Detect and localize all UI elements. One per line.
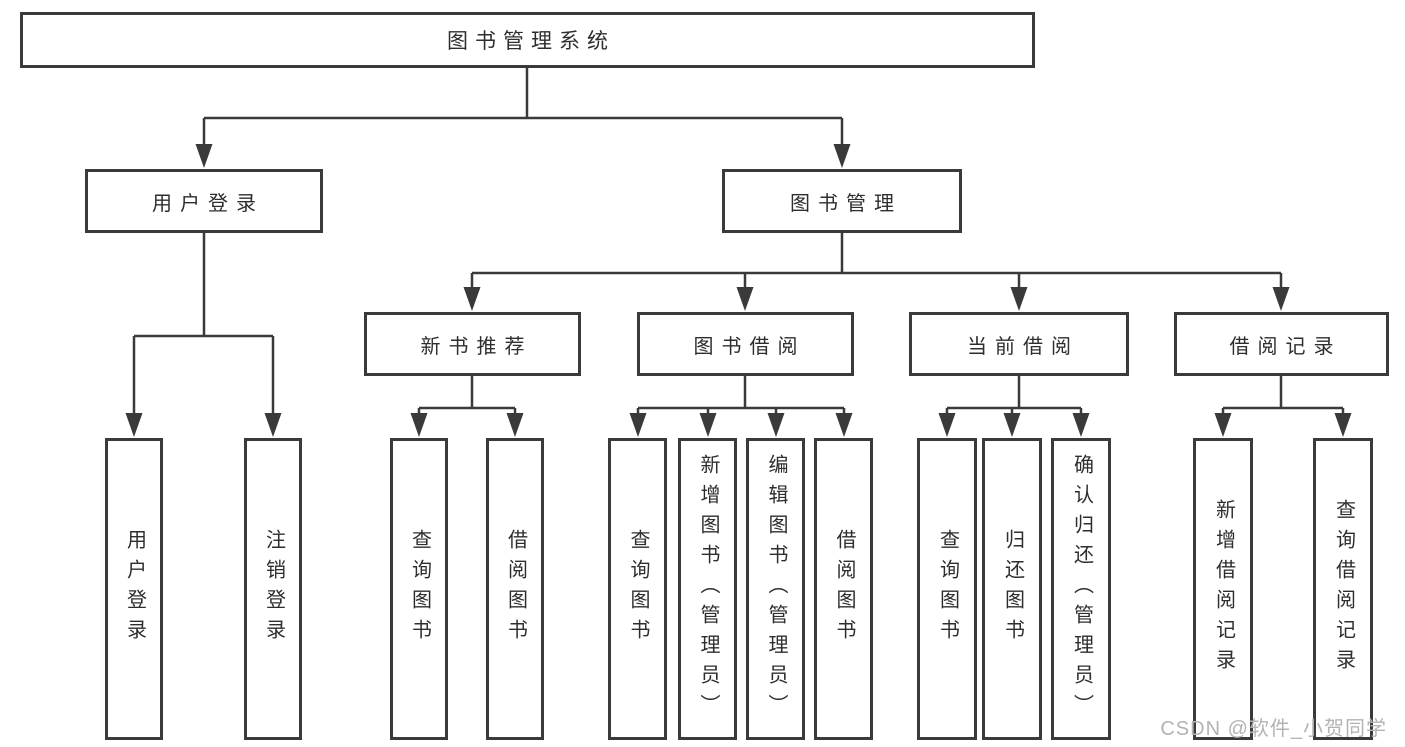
leaf-records-add-label: 新增借阅记录 (1212, 499, 1235, 679)
leaf-borrowing-borrow: 借阅图书 (814, 438, 873, 740)
connector-loan-records-to-children (1214, 376, 1352, 437)
connector-new-books-to-children (410, 376, 524, 437)
connector-root-to-level2 (195, 68, 851, 168)
leaf-newbooks-borrow: 借阅图书 (486, 438, 544, 740)
connector-borrowing-to-children (629, 376, 853, 437)
node-current-loans: 当前借阅 (909, 312, 1129, 376)
node-borrowing: 图书借阅 (637, 312, 854, 376)
node-user-login: 用户登录 (85, 169, 323, 233)
leaf-current-confirm-label: 确认归还（管理员） (1070, 454, 1093, 724)
leaf-current-query-label: 查询图书 (936, 529, 959, 649)
leaf-current-query: 查询图书 (917, 438, 977, 740)
leaf-borrowing-edit-label: 编辑图书（管理员） (765, 454, 787, 724)
node-loan-records: 借阅记录 (1174, 312, 1389, 376)
leaf-logout-label: 注销登录 (262, 529, 285, 649)
node-new-books-label: 新书推荐 (420, 335, 533, 358)
leaf-current-return-label: 归还图书 (1001, 529, 1024, 649)
node-loan-records-label: 借阅记录 (1229, 335, 1342, 358)
node-new-books: 新书推荐 (364, 312, 581, 376)
leaf-borrowing-add: 新增图书（管理员） (678, 438, 737, 740)
csdn-watermark: CSDN @软件_小贺同学 (1160, 718, 1387, 740)
leaf-user-login-label: 用户登录 (123, 529, 146, 649)
leaf-current-return: 归还图书 (982, 438, 1042, 740)
node-root: 图书管理系统 (20, 12, 1035, 68)
leaf-newbooks-borrow-label: 借阅图书 (504, 529, 527, 649)
node-book-mgmt: 图书管理 (722, 169, 962, 233)
node-book-mgmt-label: 图书管理 (790, 192, 902, 215)
node-current-loans-label: 当前借阅 (967, 335, 1079, 358)
leaf-borrowing-add-label: 新增图书（管理员） (697, 454, 719, 724)
leaf-borrowing-query-label: 查询图书 (627, 529, 649, 649)
leaf-borrowing-query: 查询图书 (608, 438, 667, 740)
leaf-records-add: 新增借阅记录 (1193, 438, 1253, 740)
leaf-records-query: 查询借阅记录 (1313, 438, 1373, 740)
node-user-login-label: 用户登录 (152, 192, 264, 215)
connector-book-mgmt-to-level3 (463, 233, 1290, 311)
connector-current-loans-to-children (938, 376, 1090, 437)
leaf-newbooks-query-label: 查询图书 (408, 529, 431, 649)
leaf-current-confirm: 确认归还（管理员） (1051, 438, 1111, 740)
leaf-user-login: 用户登录 (105, 438, 163, 740)
leaf-borrowing-edit: 编辑图书（管理员） (746, 438, 805, 740)
leaf-records-query-label: 查询借阅记录 (1332, 499, 1355, 679)
leaf-borrowing-borrow-label: 借阅图书 (833, 529, 855, 649)
node-root-label: 图书管理系统 (447, 30, 615, 53)
leaf-logout: 注销登录 (244, 438, 302, 740)
leaf-newbooks-query: 查询图书 (390, 438, 448, 740)
node-borrowing-label: 图书借阅 (693, 335, 806, 358)
connector-user-login-to-children (125, 233, 282, 437)
